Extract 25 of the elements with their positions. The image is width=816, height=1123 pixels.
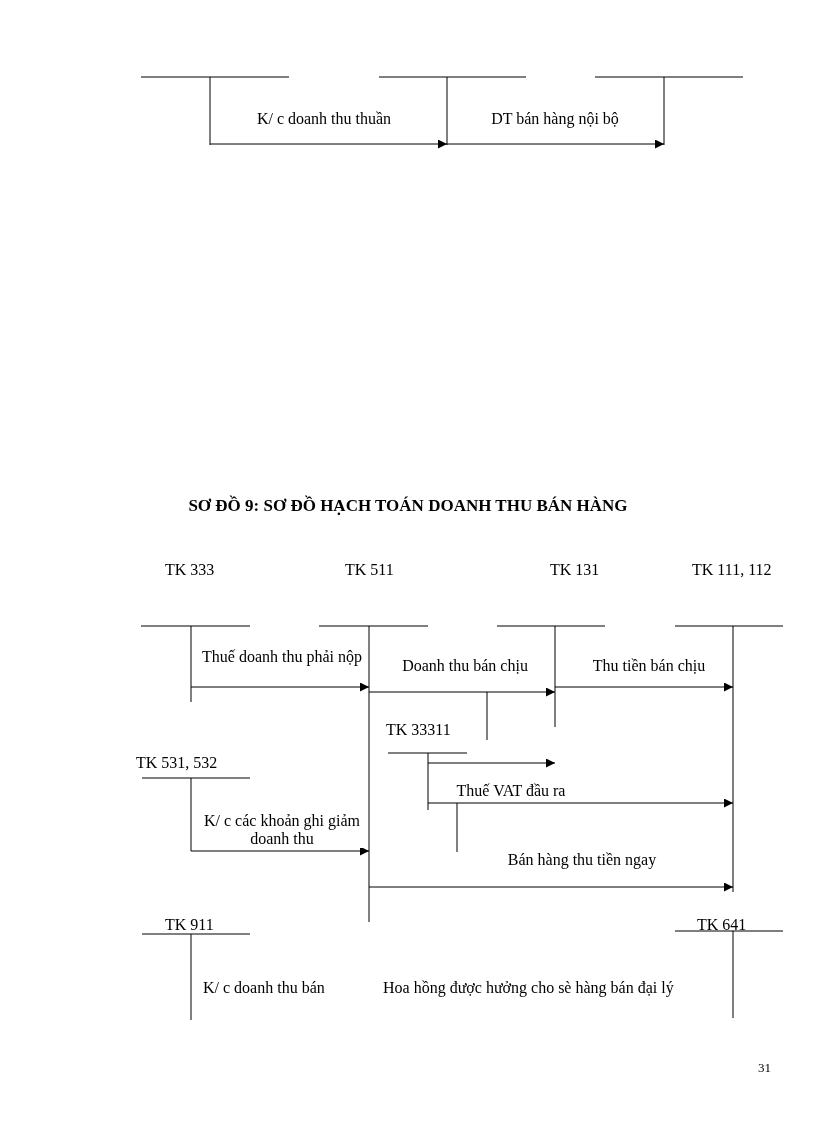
arrow (368, 687, 556, 697)
arrow (209, 139, 448, 149)
arrow (427, 758, 556, 768)
t-account (675, 561, 783, 892)
account-title: TK 111, 112 (692, 561, 772, 579)
page-number: 31 (758, 1060, 771, 1076)
arrow (190, 682, 370, 692)
arrow (554, 682, 734, 692)
account-title: TK 511 (345, 561, 394, 579)
account-title: TK 33311 (386, 721, 451, 739)
account-title: TK 531, 532 (136, 754, 218, 772)
account-title: TK 333 (165, 561, 215, 579)
arrow (368, 882, 734, 892)
entry-text: K/ c doanh thu bán (203, 979, 325, 997)
account-title: TK 641 (697, 916, 747, 934)
t-account (675, 916, 783, 1018)
arrow (427, 798, 734, 808)
arrow (190, 846, 370, 856)
entry-text: Hoa hồng được hưởng cho sè hàng bán đại lý (383, 979, 674, 997)
arrow (446, 139, 665, 149)
edge-label: Thuế doanh thu phải nộp (200, 648, 364, 666)
t-account (141, 76, 289, 145)
account-title: TK 911 (165, 916, 214, 934)
diagram-title: SƠ ĐỒ 9: SƠ ĐỒ HẠCH TOÁN DOANH THU BÁN HÀNG (187, 496, 629, 516)
account-title: TK 131 (550, 561, 600, 579)
